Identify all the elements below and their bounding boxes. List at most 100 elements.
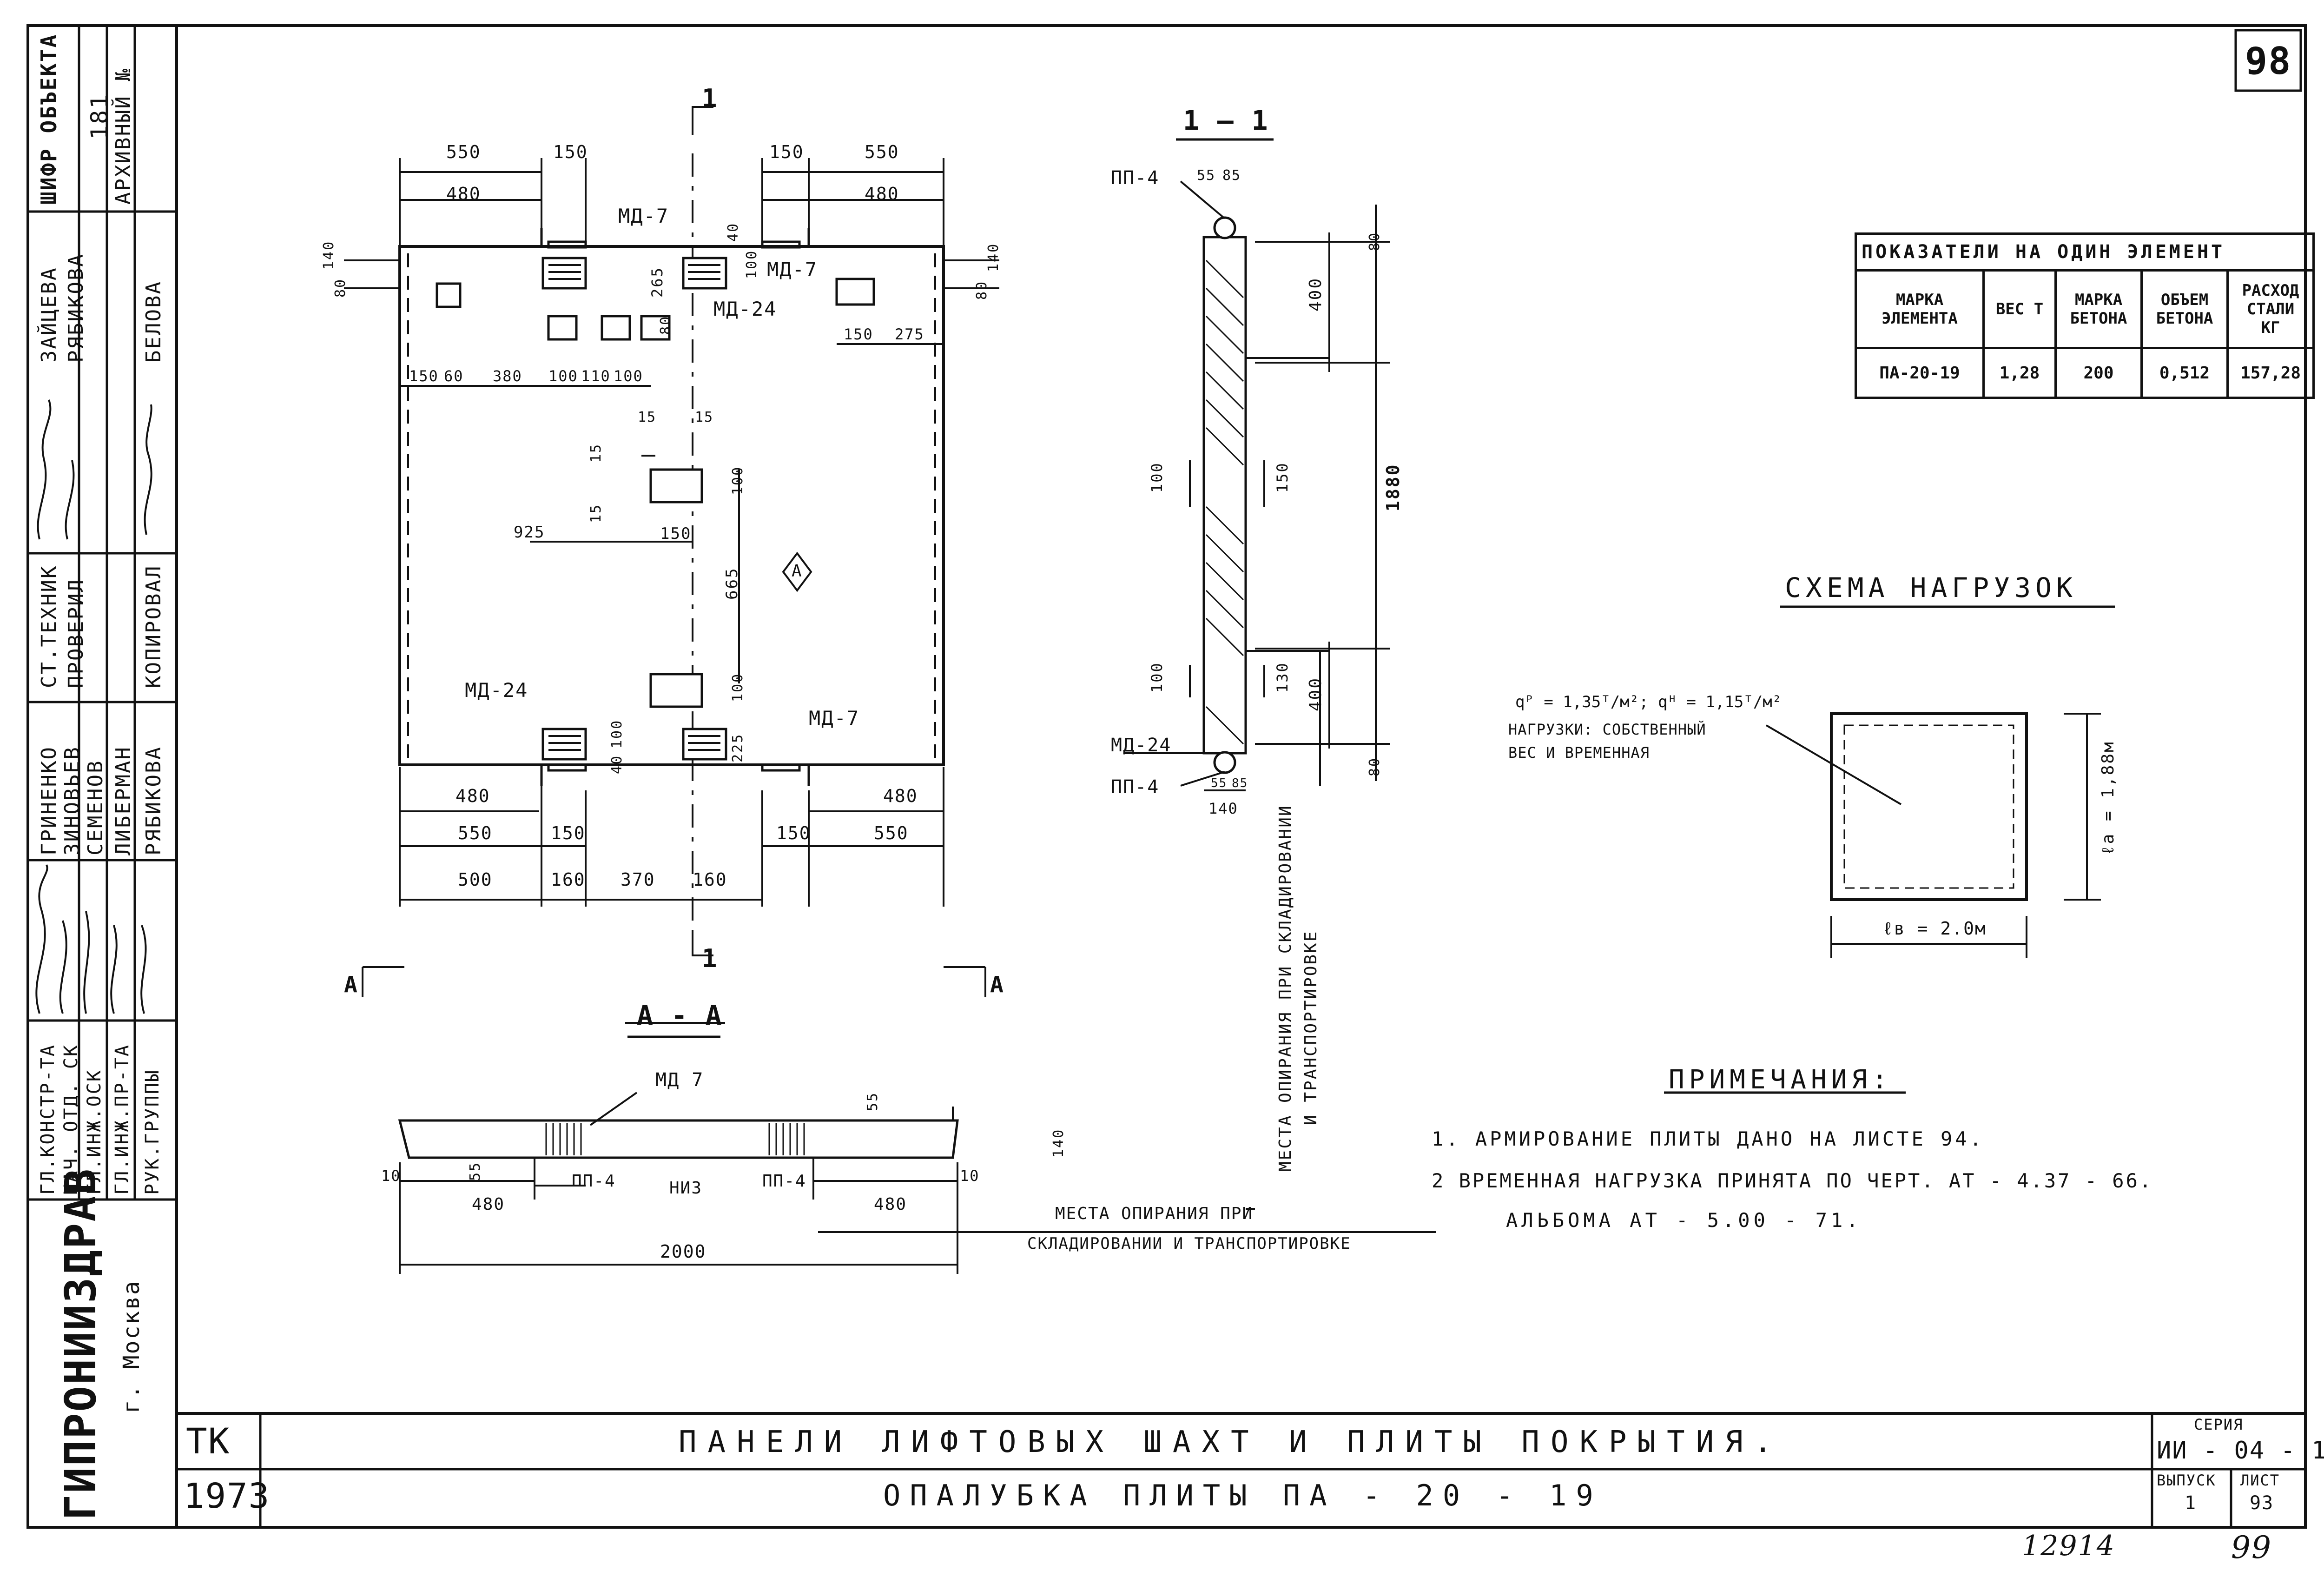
section-1-1-title: 1 – 1: [1183, 105, 1269, 136]
dim-480-aa-right: 480: [874, 1195, 907, 1214]
dim-80-right: 80: [974, 280, 990, 300]
dim-925: 925: [514, 523, 545, 542]
dim-lb: ℓв = 2.0м: [1882, 918, 1987, 939]
dim-15-b: 15: [695, 409, 714, 425]
dim-55-left: 55: [467, 1161, 483, 1181]
load-scheme-title: СХЕМА НАГРУЗОК: [1785, 572, 2077, 603]
label-md7-bottom: МД-7: [809, 707, 860, 729]
dim-140-sec: 140: [1208, 800, 1238, 817]
support-note-2: И ТРАНСПОРТИРОВКЕ: [1301, 930, 1320, 1125]
header-steel: РАСХОД СТАЛИ КГ: [2226, 269, 2315, 349]
dim-80-left: 80: [332, 278, 349, 298]
dim-100-a: 100: [548, 367, 578, 385]
dim-150-top-left: 150: [553, 142, 588, 162]
label-md24-bottom: МД-24: [465, 679, 528, 702]
dim-100-sec: 100: [1148, 462, 1166, 493]
dim-665: 665: [723, 567, 741, 600]
dim-10-right: 10: [960, 1167, 980, 1185]
load-formula: qᴾ = 1,35ᵀ/м²; qᴴ = 1,15ᵀ/м²: [1515, 693, 1782, 711]
dim-100-sec-low: 100: [1148, 662, 1166, 693]
dim-100-mid: 100: [730, 465, 746, 495]
dim-55-aa: 55: [865, 1091, 881, 1111]
dim-380: 380: [493, 367, 522, 385]
dim-85-bot: 85: [1232, 776, 1248, 790]
title-year: 1973: [184, 1476, 271, 1516]
header-concrete-volume: ОБЪЕМ БЕТОНА: [2140, 269, 2229, 349]
dim-150-mid: 150: [660, 524, 692, 543]
dim-150-right: 150: [844, 325, 873, 343]
dim-150: 150: [409, 367, 439, 385]
label-md24-sec: МД-24: [1111, 735, 1172, 756]
support-note-1: МЕСТА ОПИРАНИЯ ПРИ СКЛАДИРОВАНИИ: [1276, 804, 1295, 1172]
dim-130: 130: [1274, 662, 1291, 693]
title-code: ТК: [186, 1420, 231, 1462]
sheet-label: ЛИСТ: [2240, 1472, 2280, 1489]
dim-265: 265: [648, 266, 666, 298]
section-a-right-mark: А: [990, 972, 1004, 998]
load-text-2: ВЕС И ВРЕМЕННАЯ: [1508, 744, 1650, 762]
issue-label: ВЫПУСК: [2157, 1472, 2216, 1489]
section-mark-bottom: 1: [702, 944, 718, 973]
dim-480-bottom-right: 480: [883, 786, 918, 806]
note-3: АЛЬБОМА АТ - 5.00 - 71.: [1506, 1209, 1862, 1232]
dim-150-top-right: 150: [769, 142, 804, 162]
dim-275: 275: [895, 325, 924, 343]
handwritten-number: 12914: [2022, 1530, 2115, 1562]
dim-550-top-right: 550: [865, 142, 899, 162]
note-1: 1. АРМИРОВАНИЕ ПЛИТЫ ДАНО НА ЛИСТЕ 94.: [1432, 1127, 1984, 1150]
dim-15-d: 15: [588, 503, 604, 523]
header-concrete-grade: МАРКА БЕТОНА: [2054, 269, 2143, 349]
dim-80-inner: 80: [658, 315, 674, 335]
dim-55-top: 55: [1197, 167, 1216, 184]
signatures-image: [35, 399, 152, 1014]
indicators-table: ПОКАЗАТЕЛИ НА ОДИН ЭЛЕМЕНТ МАРКА ЭЛЕМЕНТ…: [1855, 232, 2315, 399]
dim-480-bottom-left: 480: [456, 786, 490, 806]
dim-370: 370: [621, 869, 655, 890]
row-steel: 157,28: [2226, 347, 2315, 399]
dim-la: ℓа = 1,88м: [2099, 741, 2118, 855]
label-md7-aa: МД 7: [655, 1069, 704, 1091]
header-mark: МАРКА ЭЛЕМЕНТА: [1855, 269, 1985, 349]
dim-150-sec: 150: [1274, 462, 1291, 493]
label-pp4-bottom: ПП-4: [1111, 776, 1160, 798]
dim-480-top-left: 480: [446, 184, 481, 204]
row-mark: ПА-20-19: [1855, 347, 1985, 399]
label-pp4-aa-left: ПП-4: [572, 1172, 616, 1191]
dim-15-c: 15: [588, 443, 604, 463]
support-note-aa-1: МЕСТА ОПИРАНИЯ ПРИ: [1055, 1204, 1254, 1223]
dim-80-low: 80: [1367, 756, 1383, 776]
label-niz: НИЗ: [669, 1179, 703, 1198]
dim-140-left: 140: [321, 240, 337, 270]
row-weight: 1,28: [1982, 347, 2057, 399]
dim-400-top: 400: [1306, 277, 1325, 312]
dim-225: 225: [730, 733, 746, 762]
dim-100-bot: 100: [609, 719, 625, 749]
note-2: 2 ВРЕМЕННАЯ НАГРУЗКА ПРИНЯТА ПО ЧЕРТ. АТ…: [1432, 1169, 2153, 1192]
sheet-value: 93: [2250, 1492, 2274, 1514]
dim-400-low: 400: [1306, 676, 1325, 711]
dim-550-bottom-left: 550: [458, 823, 493, 843]
mark-a: А: [792, 562, 803, 581]
dim-150-bottom-right: 150: [776, 823, 811, 843]
dim-110: 110: [581, 367, 611, 385]
series-label: СЕРИЯ: [2194, 1416, 2244, 1433]
title-line-2: ОПАЛУБКА ПЛИТЫ ПА - 20 - 19: [883, 1478, 1603, 1512]
dim-40-top: 40: [725, 222, 741, 242]
label-md24-top: МД-24: [713, 298, 777, 320]
dim-480-aa-left: 480: [472, 1195, 505, 1214]
dim-550-top-left: 550: [446, 142, 481, 162]
header-weight: ВЕС Т: [1982, 269, 2057, 349]
dim-550-bottom-right: 550: [874, 823, 909, 843]
load-text-1: НАГРУЗКИ: СОБСТВЕННЫЙ: [1508, 721, 1706, 738]
dim-2000: 2000: [660, 1241, 706, 1262]
label-md7-top: МД-7: [618, 205, 669, 227]
section-a-a-title: А - А: [637, 1000, 723, 1031]
dim-160-a: 160: [551, 869, 586, 890]
sheet-corner-number: 98: [2245, 40, 2292, 83]
label-md7-top-2: МД-7: [767, 258, 818, 281]
support-note-aa-2: СКЛАДИРОВАНИИ И ТРАНСПОРТИРОВКЕ: [1027, 1234, 1351, 1253]
dim-100-top: 100: [744, 249, 760, 279]
series-value: ИИ - 04 - 15: [2157, 1437, 2324, 1465]
handwritten-page: 99: [2231, 1530, 2272, 1565]
dim-150-bottom-left: 150: [551, 823, 586, 843]
